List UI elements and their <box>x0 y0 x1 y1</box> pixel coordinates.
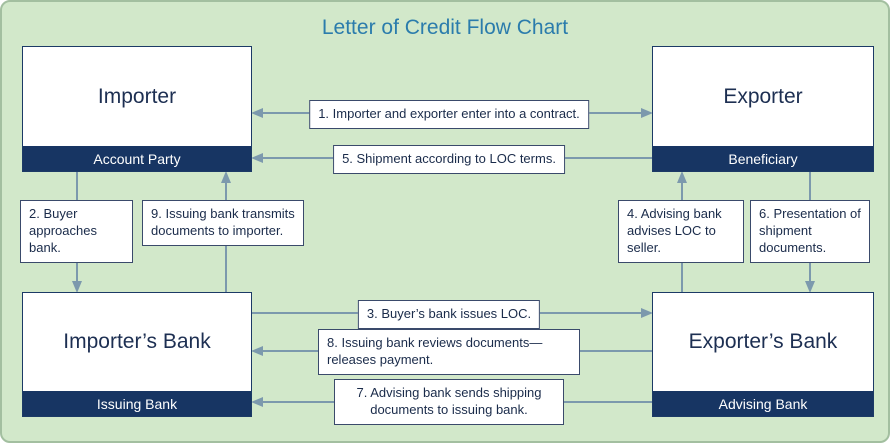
exporter-label: Exporter <box>723 84 803 108</box>
step-2-label: 2. Buyer approaches bank. <box>20 200 133 263</box>
importer-node: Importer Account Party <box>22 46 252 172</box>
exporter-bank-role-badge: Advising Bank <box>653 391 873 416</box>
step-9-label: 9. Issuing bank transmits documents to i… <box>142 200 304 246</box>
importer-label: Importer <box>97 84 177 108</box>
exporter-node: Exporter Beneficiary <box>652 46 874 172</box>
importer-bank-label: Importer’s Bank <box>63 330 211 353</box>
step-1-label: 1. Importer and exporter enter into a co… <box>309 100 589 129</box>
step-6-label: 6. Presentation of shipment documents. <box>750 200 870 263</box>
step-5-label: 5. Shipment according to LOC terms. <box>333 145 565 174</box>
page-title: Letter of Credit Flow Chart <box>321 16 569 39</box>
step-4-label: 4. Advising bank advises LOC to seller. <box>618 200 744 263</box>
exporter-bank-node: Exporter’s Bank Advising Bank <box>652 292 874 417</box>
importer-bank-role-badge: Issuing Bank <box>23 391 251 416</box>
importer-bank-node: Importer’s Bank Issuing Bank <box>22 292 252 417</box>
exporter-bank-label: Exporter’s Bank <box>688 330 838 353</box>
step-3-label: 3. Buyer’s bank issues LOC. <box>357 300 541 329</box>
exporter-role-badge: Beneficiary <box>653 146 873 171</box>
step-8-label: 8. Issuing bank reviews documents—releas… <box>318 329 580 375</box>
importer-role-badge: Account Party <box>23 146 251 171</box>
step-7-label: 7. Advising bank sends shipping document… <box>334 379 564 425</box>
